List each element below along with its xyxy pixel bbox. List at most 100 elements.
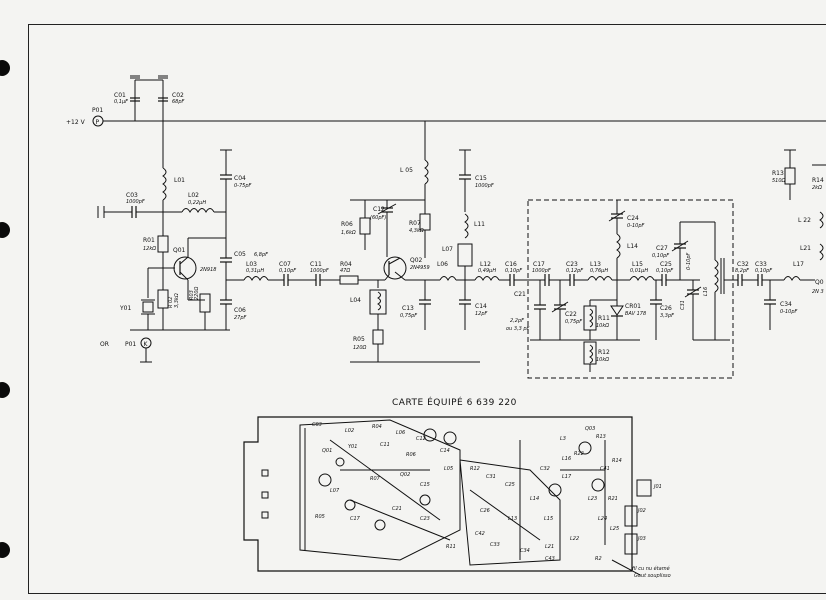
- c17-label: C17: [533, 261, 545, 268]
- layout-ref-label: C14: [440, 448, 450, 454]
- stage3: C32 8,2pF C33 0,10pF L17 C34 0-10pF R13 …: [724, 150, 826, 330]
- l13-value: 0,76µH: [590, 268, 608, 274]
- l01-label: L01: [174, 177, 185, 184]
- c17-value: 1000pF: [532, 268, 551, 274]
- c01-label: C01: [114, 92, 126, 99]
- r13-label: R13: [772, 170, 784, 177]
- layout-ref-label: L21: [545, 544, 554, 550]
- c27-value: 0,10pF: [652, 253, 669, 259]
- board-note-line2: Gaut souplisso: [634, 573, 671, 579]
- c16-label: C16: [505, 261, 517, 268]
- layout-ref-label: R21: [608, 496, 618, 502]
- c23-label: C23: [566, 261, 578, 268]
- r02-value: 3,3kΩ: [174, 293, 180, 308]
- c26-label: C26: [660, 305, 672, 312]
- c27-label: C27: [656, 245, 668, 252]
- c12-label: C12: [373, 206, 385, 213]
- c06-label: C06: [234, 307, 246, 314]
- c16-value: 0,10pF: [505, 268, 522, 274]
- l05-label: L 05: [400, 167, 413, 174]
- c04-value: 0-75pF: [234, 183, 252, 189]
- layout-ref-label: C26: [480, 508, 490, 514]
- r05-value: 120Ω: [353, 345, 367, 351]
- c34-value: 0-10pF: [780, 309, 798, 315]
- cr01-label: CR01: [625, 303, 641, 310]
- l12-label: L12: [480, 261, 491, 268]
- layout-ref-label: L24: [598, 516, 607, 522]
- c32-value: 8,2pF: [735, 268, 749, 274]
- layout-ref-label: C33: [490, 542, 500, 548]
- layout-ref-label: R22: [574, 451, 584, 457]
- l14-label: L14: [627, 243, 638, 250]
- l11-label: L11: [474, 221, 485, 228]
- r13-value: 510Ω: [772, 178, 786, 184]
- c33-label: C33: [755, 261, 767, 268]
- c11-label: C11: [310, 261, 322, 268]
- r06-value: 1,6kΩ: [341, 230, 356, 236]
- board-note-line1: fil cu nu étamé: [632, 565, 670, 572]
- layout-ref-label: Q02: [400, 472, 410, 478]
- l03-value: 0,31µH: [246, 268, 264, 274]
- layout-ref-label: L15: [544, 516, 553, 522]
- r01-label: R01: [143, 237, 155, 244]
- c02-label: C02: [172, 92, 184, 99]
- c22-value: 0,75pF: [565, 319, 582, 325]
- c32-label: C32: [737, 261, 749, 268]
- r07-label: R07: [409, 220, 421, 227]
- cr01-type: BAV 178: [625, 311, 646, 317]
- r01-value: 12kΩ: [143, 246, 156, 252]
- layout-ref-label: Y01: [348, 444, 357, 450]
- l21-label: L21: [800, 245, 811, 252]
- layout-ref-label: L14: [530, 496, 539, 502]
- binder-hole: [0, 60, 10, 76]
- r14-value: 2kΩ: [812, 185, 822, 191]
- r03-value: 220Ω: [194, 286, 200, 300]
- q01-type: 2N918: [200, 267, 216, 273]
- c25-label: C25: [660, 261, 672, 268]
- port-p01-k: P01: [125, 341, 136, 348]
- layout-ref-label: L02: [345, 428, 354, 434]
- layout-ref-label: J01: [653, 484, 662, 490]
- or-label: OR: [100, 341, 109, 348]
- y01-label: Y01: [119, 305, 131, 312]
- l02-value: 0,22µH: [188, 200, 206, 206]
- c07-value: 0,10pF: [279, 268, 296, 274]
- l07-label: L07: [442, 246, 453, 253]
- c26-value: 3,3pF: [660, 313, 674, 319]
- layout-ref-label: R07: [370, 476, 381, 482]
- layout-ref-label: L07: [330, 488, 340, 494]
- layout-ref-label: R04: [372, 424, 382, 430]
- ground-symbols: [97, 75, 796, 218]
- layout-ref-label: R14: [612, 458, 622, 464]
- layout-ref-label: C31: [486, 474, 496, 480]
- l15-value: 0,01µH: [630, 268, 648, 274]
- c07-label: C07: [279, 261, 291, 268]
- layout-ref-label: L13: [508, 516, 517, 522]
- layout-ref-label: R13: [596, 434, 606, 440]
- q02-label: Q02: [410, 257, 423, 264]
- c34-label: C34: [780, 301, 792, 308]
- r03-label: R03: [189, 290, 195, 300]
- c01-value: 0,1µF: [114, 99, 128, 105]
- binder-hole: [0, 222, 10, 238]
- r12-value: 10kΩ: [596, 357, 609, 363]
- r07-value: 4,3kΩ: [409, 228, 424, 234]
- layout-ref-label: R06: [406, 452, 416, 458]
- c33-value: 0,10pF: [755, 268, 772, 274]
- c21-value: 2,2pF: [510, 318, 524, 324]
- c24-value: 0-10pF: [627, 223, 645, 229]
- stage2: Q02 2N4959 L04 R05 120Ω R06 1,6kΩ C12 (6…: [341, 121, 530, 363]
- layout-ref-label: C11: [380, 442, 390, 448]
- layout-ref-label: C41: [600, 466, 610, 472]
- c31-value: 0-10pF: [686, 252, 692, 270]
- layout-ref-label: R11: [446, 544, 456, 550]
- layout-ref-label: C43: [545, 556, 555, 562]
- c11-value: 1000pF: [310, 268, 329, 274]
- c05-label: C05: [234, 251, 246, 258]
- l13-label: L13: [590, 261, 601, 268]
- layout-ref-label: C15: [420, 482, 430, 488]
- layout-ref-label: C23: [420, 516, 430, 522]
- layout-ref-label: J03: [637, 536, 646, 542]
